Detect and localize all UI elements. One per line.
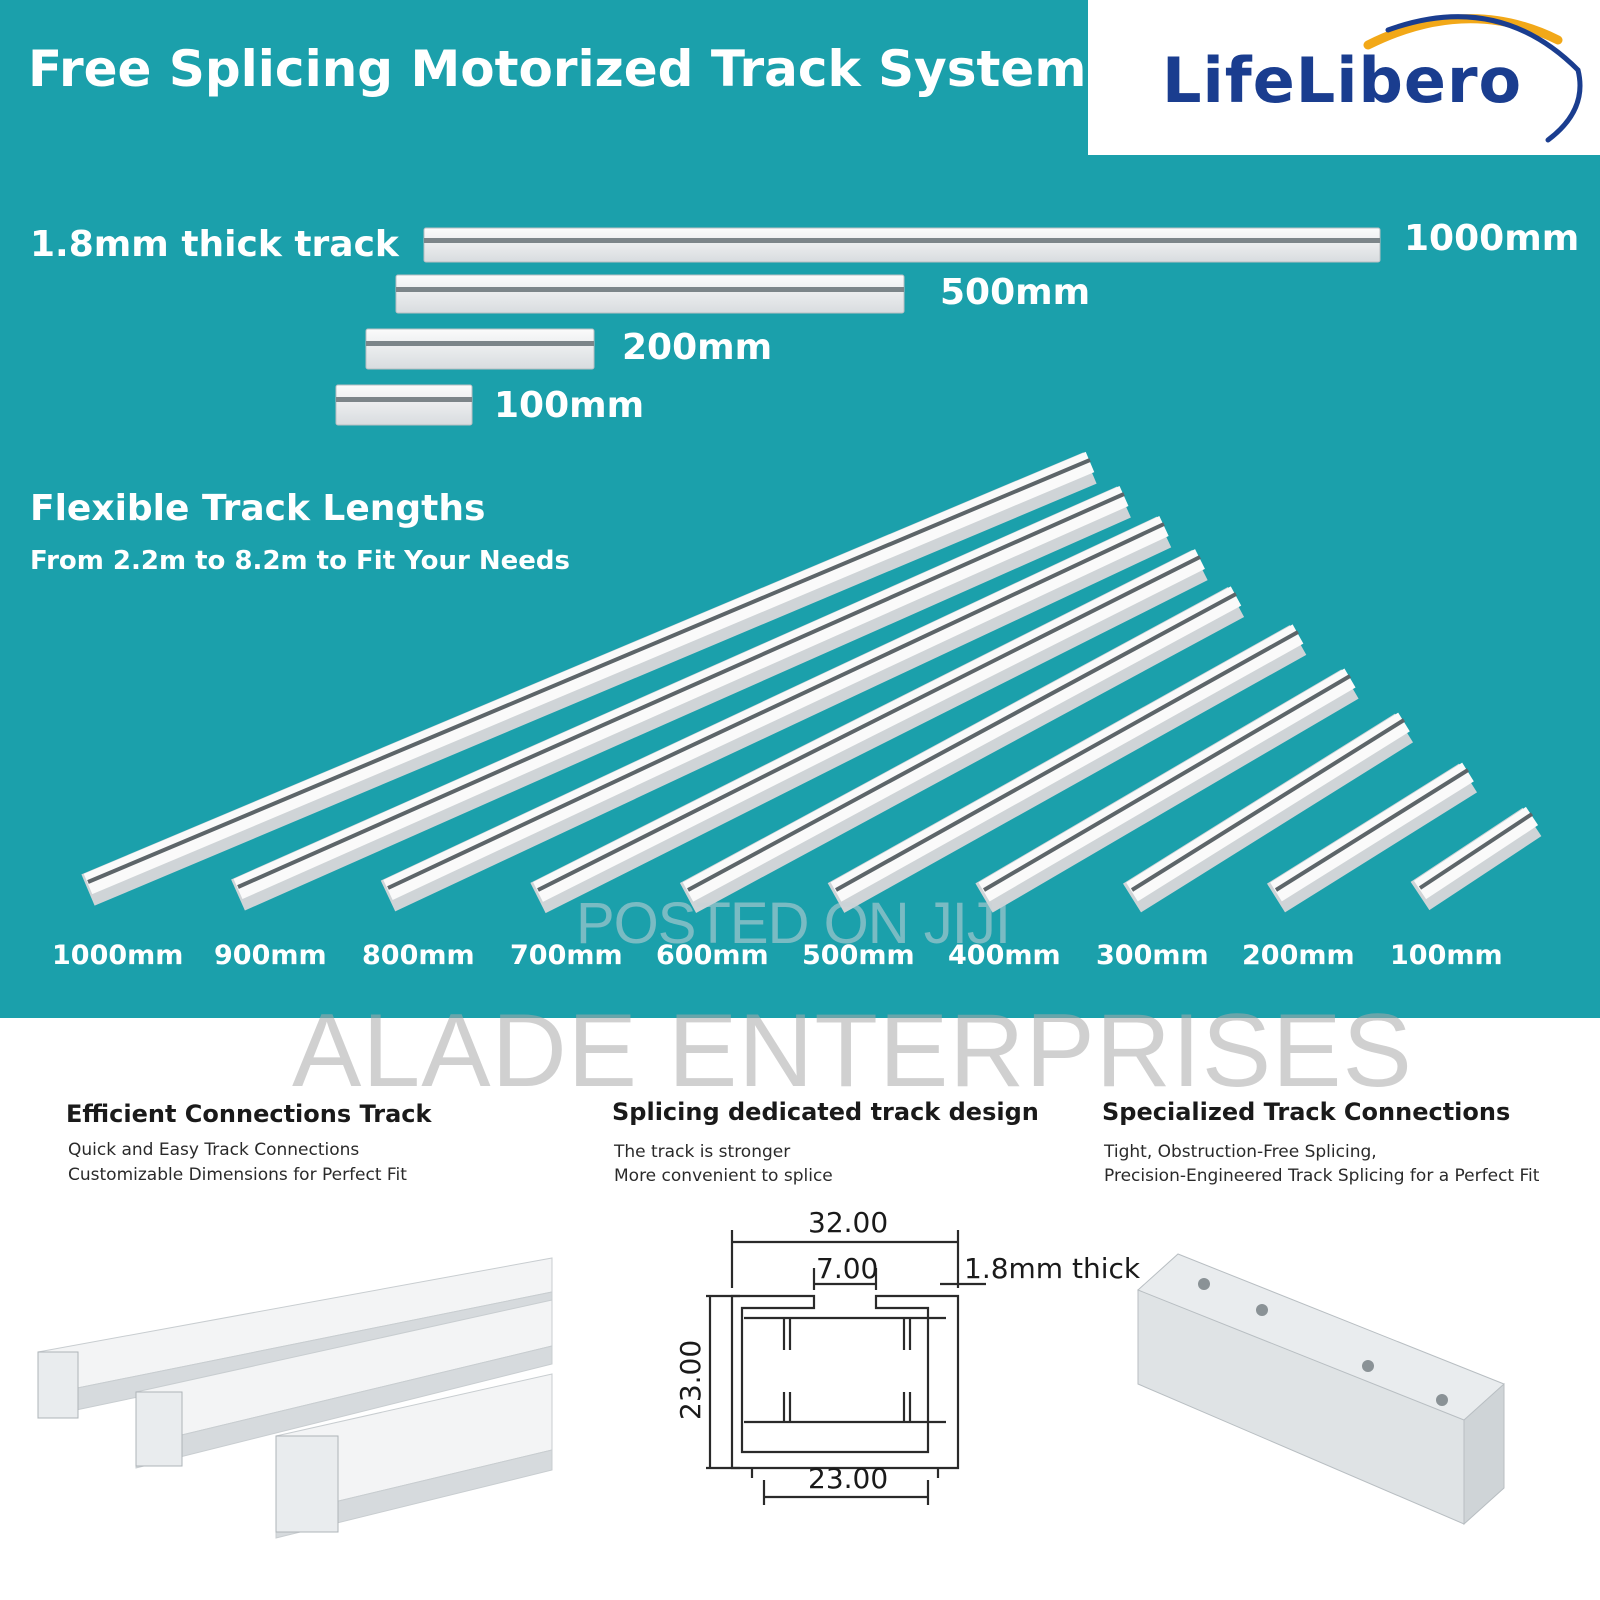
- track-cross-section-diagram: [706, 1230, 986, 1505]
- flex-length-400: 400mm: [948, 940, 1061, 971]
- flex-length-1000: 1000mm: [52, 940, 184, 971]
- feature-line: Precision-Engineered Track Splicing for …: [1104, 1166, 1540, 1186]
- feature-title-splicing: Splicing dedicated track design: [612, 1098, 1039, 1126]
- straight-track-200: [365, 328, 595, 370]
- flex-length-800: 800mm: [362, 940, 475, 971]
- flexible-title: Flexible Track Lengths: [30, 488, 486, 529]
- page-title: Free Splicing Motorized Track System: [28, 40, 1087, 98]
- brand-logo: LifeLibero: [1088, 0, 1600, 155]
- diagonal-tracks: [81, 451, 1542, 914]
- flex-length-500: 500mm: [802, 940, 915, 971]
- straight-track-100: [335, 384, 473, 426]
- splice-connector-illustration: [1137, 1253, 1505, 1526]
- straight-track-1000: [423, 227, 1381, 263]
- feature-line: The track is stronger: [614, 1142, 791, 1162]
- flex-length-200: 200mm: [1242, 940, 1355, 971]
- dim-thickness: 1.8mm thick: [964, 1252, 1141, 1285]
- flexible-subtitle: From 2.2m to 8.2m to Fit Your Needs: [30, 546, 570, 576]
- flex-length-700: 700mm: [510, 940, 623, 971]
- flex-length-900: 900mm: [214, 940, 327, 971]
- feature-title-specialized: Specialized Track Connections: [1102, 1098, 1511, 1126]
- dim-width-top: 32.00: [808, 1206, 888, 1239]
- length-label-1000: 1000mm: [1404, 218, 1580, 259]
- feature-line: Customizable Dimensions for Perfect Fit: [68, 1165, 407, 1185]
- flex-length-600: 600mm: [656, 940, 769, 971]
- dim-height: 23.00: [674, 1340, 707, 1420]
- connection-tracks-illustration: [37, 1257, 553, 1539]
- flex-length-100: 100mm: [1390, 940, 1503, 971]
- brand-swoosh-icon: [1363, 14, 1583, 143]
- length-label-200: 200mm: [622, 327, 773, 368]
- dim-slot: 7.00: [816, 1252, 878, 1285]
- feature-line: More convenient to splice: [614, 1166, 833, 1186]
- feature-line: Tight, Obstruction-Free Splicing,: [1104, 1142, 1377, 1162]
- feature-title-connections: Efficient Connections Track: [66, 1100, 432, 1128]
- length-label-100: 100mm: [494, 385, 645, 426]
- length-label-500: 500mm: [940, 272, 1091, 313]
- flex-length-300: 300mm: [1096, 940, 1209, 971]
- straight-track-500: [395, 274, 905, 314]
- dim-width-bottom: 23.00: [808, 1462, 888, 1495]
- seller-watermark: ALADE ENTERPRISES: [292, 993, 1413, 1109]
- posted-watermark: POSTED ON JIJI: [576, 891, 1011, 956]
- feature-line: Quick and Easy Track Connections: [68, 1140, 360, 1160]
- thick-track-label: 1.8mm thick track: [30, 224, 399, 265]
- brand-name: LifeLibero: [1162, 44, 1523, 117]
